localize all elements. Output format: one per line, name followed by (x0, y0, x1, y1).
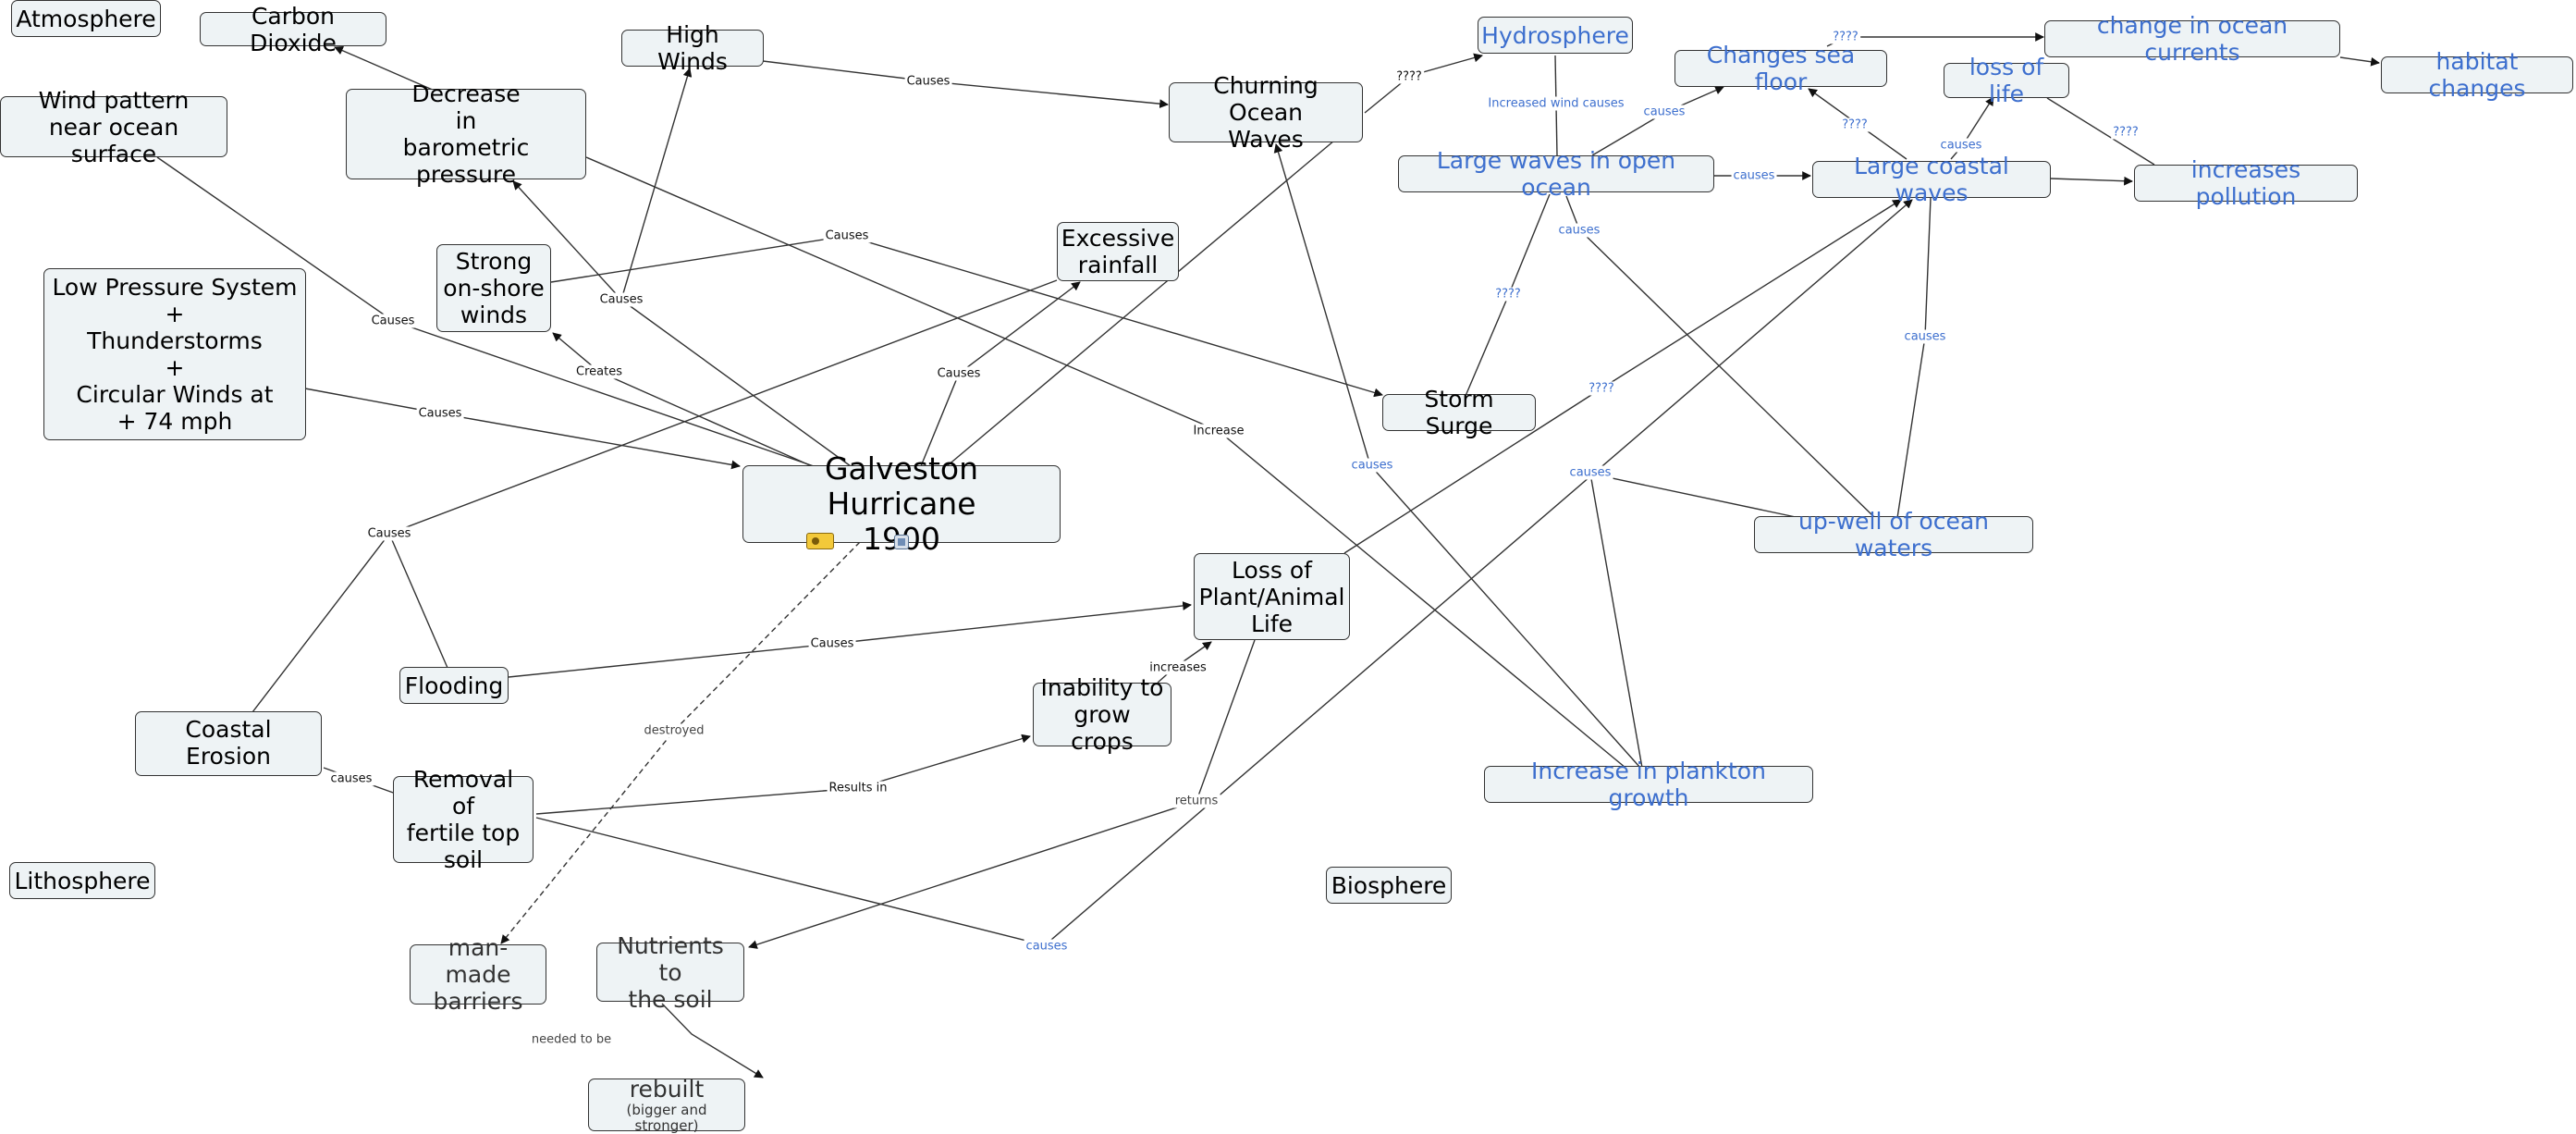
link-label: Causes (823, 228, 871, 243)
node-atmosphere[interactable]: Atmosphere (11, 0, 161, 37)
node-carbon-dioxide[interactable]: Carbon Dioxide (200, 3, 386, 56)
link-label: causes (1731, 168, 1777, 183)
link-label: ???? (1587, 381, 1616, 396)
link-label: Causes (808, 636, 856, 651)
link-label: returns (1172, 794, 1221, 808)
link-line (946, 140, 1335, 467)
node-large-waves-open-ocean[interactable]: Large waves in open ocean (1398, 147, 1714, 201)
node-churning-ocean-waves[interactable]: Churning Ocean Waves (1169, 72, 1363, 153)
link-line (552, 332, 813, 467)
link-label: causes (1349, 458, 1395, 473)
node-increases-pollution[interactable]: increases pollution (2134, 156, 2358, 210)
node-loss-of-life[interactable]: loss of life (1944, 54, 2069, 107)
node-habitat-changes[interactable]: habitat changes (2381, 48, 2573, 102)
link-label: causes (1024, 939, 1070, 954)
node-high-winds[interactable]: High Winds (621, 21, 764, 75)
link-label: Increased wind causes (1486, 96, 1626, 111)
link-label: Causes (597, 292, 645, 307)
node-rebuilt-sublabel: (bigger and stronger) (626, 1102, 707, 1134)
link-line (1364, 53, 1483, 114)
link-label: Causes (365, 526, 413, 541)
link-label: ???? (1394, 69, 1424, 84)
link-label: causes (1938, 138, 1984, 153)
link-line (2339, 56, 2380, 67)
node-flooding[interactable]: Flooding (399, 667, 509, 704)
link-line (388, 533, 448, 669)
node-rebuilt-label: rebuilt (629, 1076, 705, 1103)
node-increase-in-plankton-growth[interactable]: Increase in plankton growth (1484, 758, 1813, 811)
link-line (620, 299, 852, 467)
node-inability-to-grow-crops[interactable]: Inability to grow crops (1033, 674, 1171, 755)
link-label: Causes (369, 314, 417, 328)
link-label: causes (1556, 223, 1602, 238)
node-rebuilt[interactable]: rebuilt (bigger and stronger) (588, 1076, 745, 1134)
link-line (1896, 197, 1932, 519)
node-coastal-erosion[interactable]: Coastal Erosion (135, 711, 322, 776)
node-loss-of-plant-animal-life[interactable]: Loss of Plant/Animal Life (1194, 553, 1350, 640)
link-line (535, 733, 1031, 815)
node-storm-surge[interactable]: Storm Surge (1382, 386, 1536, 439)
link-label: causes (1902, 329, 1948, 344)
node-man-made-barriers[interactable]: man-made barriers (410, 934, 546, 1015)
link-label: ???? (1840, 117, 1870, 132)
node-strong-on-shore-winds[interactable]: Strong on-shore winds (436, 244, 551, 332)
link-label: causes (328, 771, 374, 786)
node-up-well-of-ocean-waters[interactable]: up-well of ocean waters (1754, 508, 2033, 561)
node-nutrients-to-the-soil[interactable]: Nutrients to the soil (596, 932, 744, 1013)
link-label: ???? (2111, 125, 2141, 140)
link-line (620, 68, 693, 301)
attachment-document-icon[interactable] (894, 535, 909, 549)
attachment-image-icon[interactable] (806, 533, 834, 549)
node-biosphere[interactable]: Biosphere (1326, 867, 1452, 904)
node-excessive-rainfall[interactable]: Excessive rainfall (1057, 222, 1179, 281)
node-wind-pattern[interactable]: Wind pattern near ocean surface (0, 87, 227, 167)
link-label: needed to be (529, 1032, 614, 1047)
link-line (500, 541, 861, 944)
link-line (2050, 176, 2133, 186)
link-line (762, 60, 1169, 109)
link-label: Results in (827, 781, 889, 795)
node-changes-sea-floor[interactable]: Changes sea floor (1674, 42, 1887, 95)
link-label: ???? (1493, 287, 1523, 302)
link-line (1273, 143, 1641, 769)
node-hydrosphere[interactable]: Hydrosphere (1478, 17, 1633, 54)
node-removal-of-fertile-top-soil[interactable]: Removal of fertile top soil (393, 766, 534, 873)
link-label: Causes (904, 74, 952, 89)
link-label: causes (1567, 465, 1613, 480)
node-galveston-hurricane-1900[interactable]: Galveston Hurricane 1900 (742, 451, 1061, 557)
link-label: destroyed (642, 723, 706, 738)
link-label: causes (1641, 105, 1687, 119)
link-label: ???? (1831, 30, 1860, 44)
link-label: Increase (1191, 424, 1246, 438)
node-decrease-barometric-pressure[interactable]: Decrease in barometric pressure (346, 80, 586, 188)
node-change-in-ocean-currents[interactable]: change in ocean currents (2044, 12, 2340, 66)
link-label: Causes (416, 406, 464, 421)
node-large-coastal-waves[interactable]: Large coastal waves (1812, 153, 2051, 206)
link-line (661, 1003, 764, 1079)
node-lithosphere[interactable]: Lithosphere (9, 862, 155, 899)
link-label: Causes (935, 366, 983, 381)
link-line (1343, 199, 1902, 554)
link-line (304, 388, 741, 470)
link-label: increases (1147, 660, 1208, 675)
link-label: Creates (574, 364, 624, 379)
node-low-pressure-system[interactable]: Low Pressure System + Thunderstorms + Ci… (43, 268, 306, 440)
